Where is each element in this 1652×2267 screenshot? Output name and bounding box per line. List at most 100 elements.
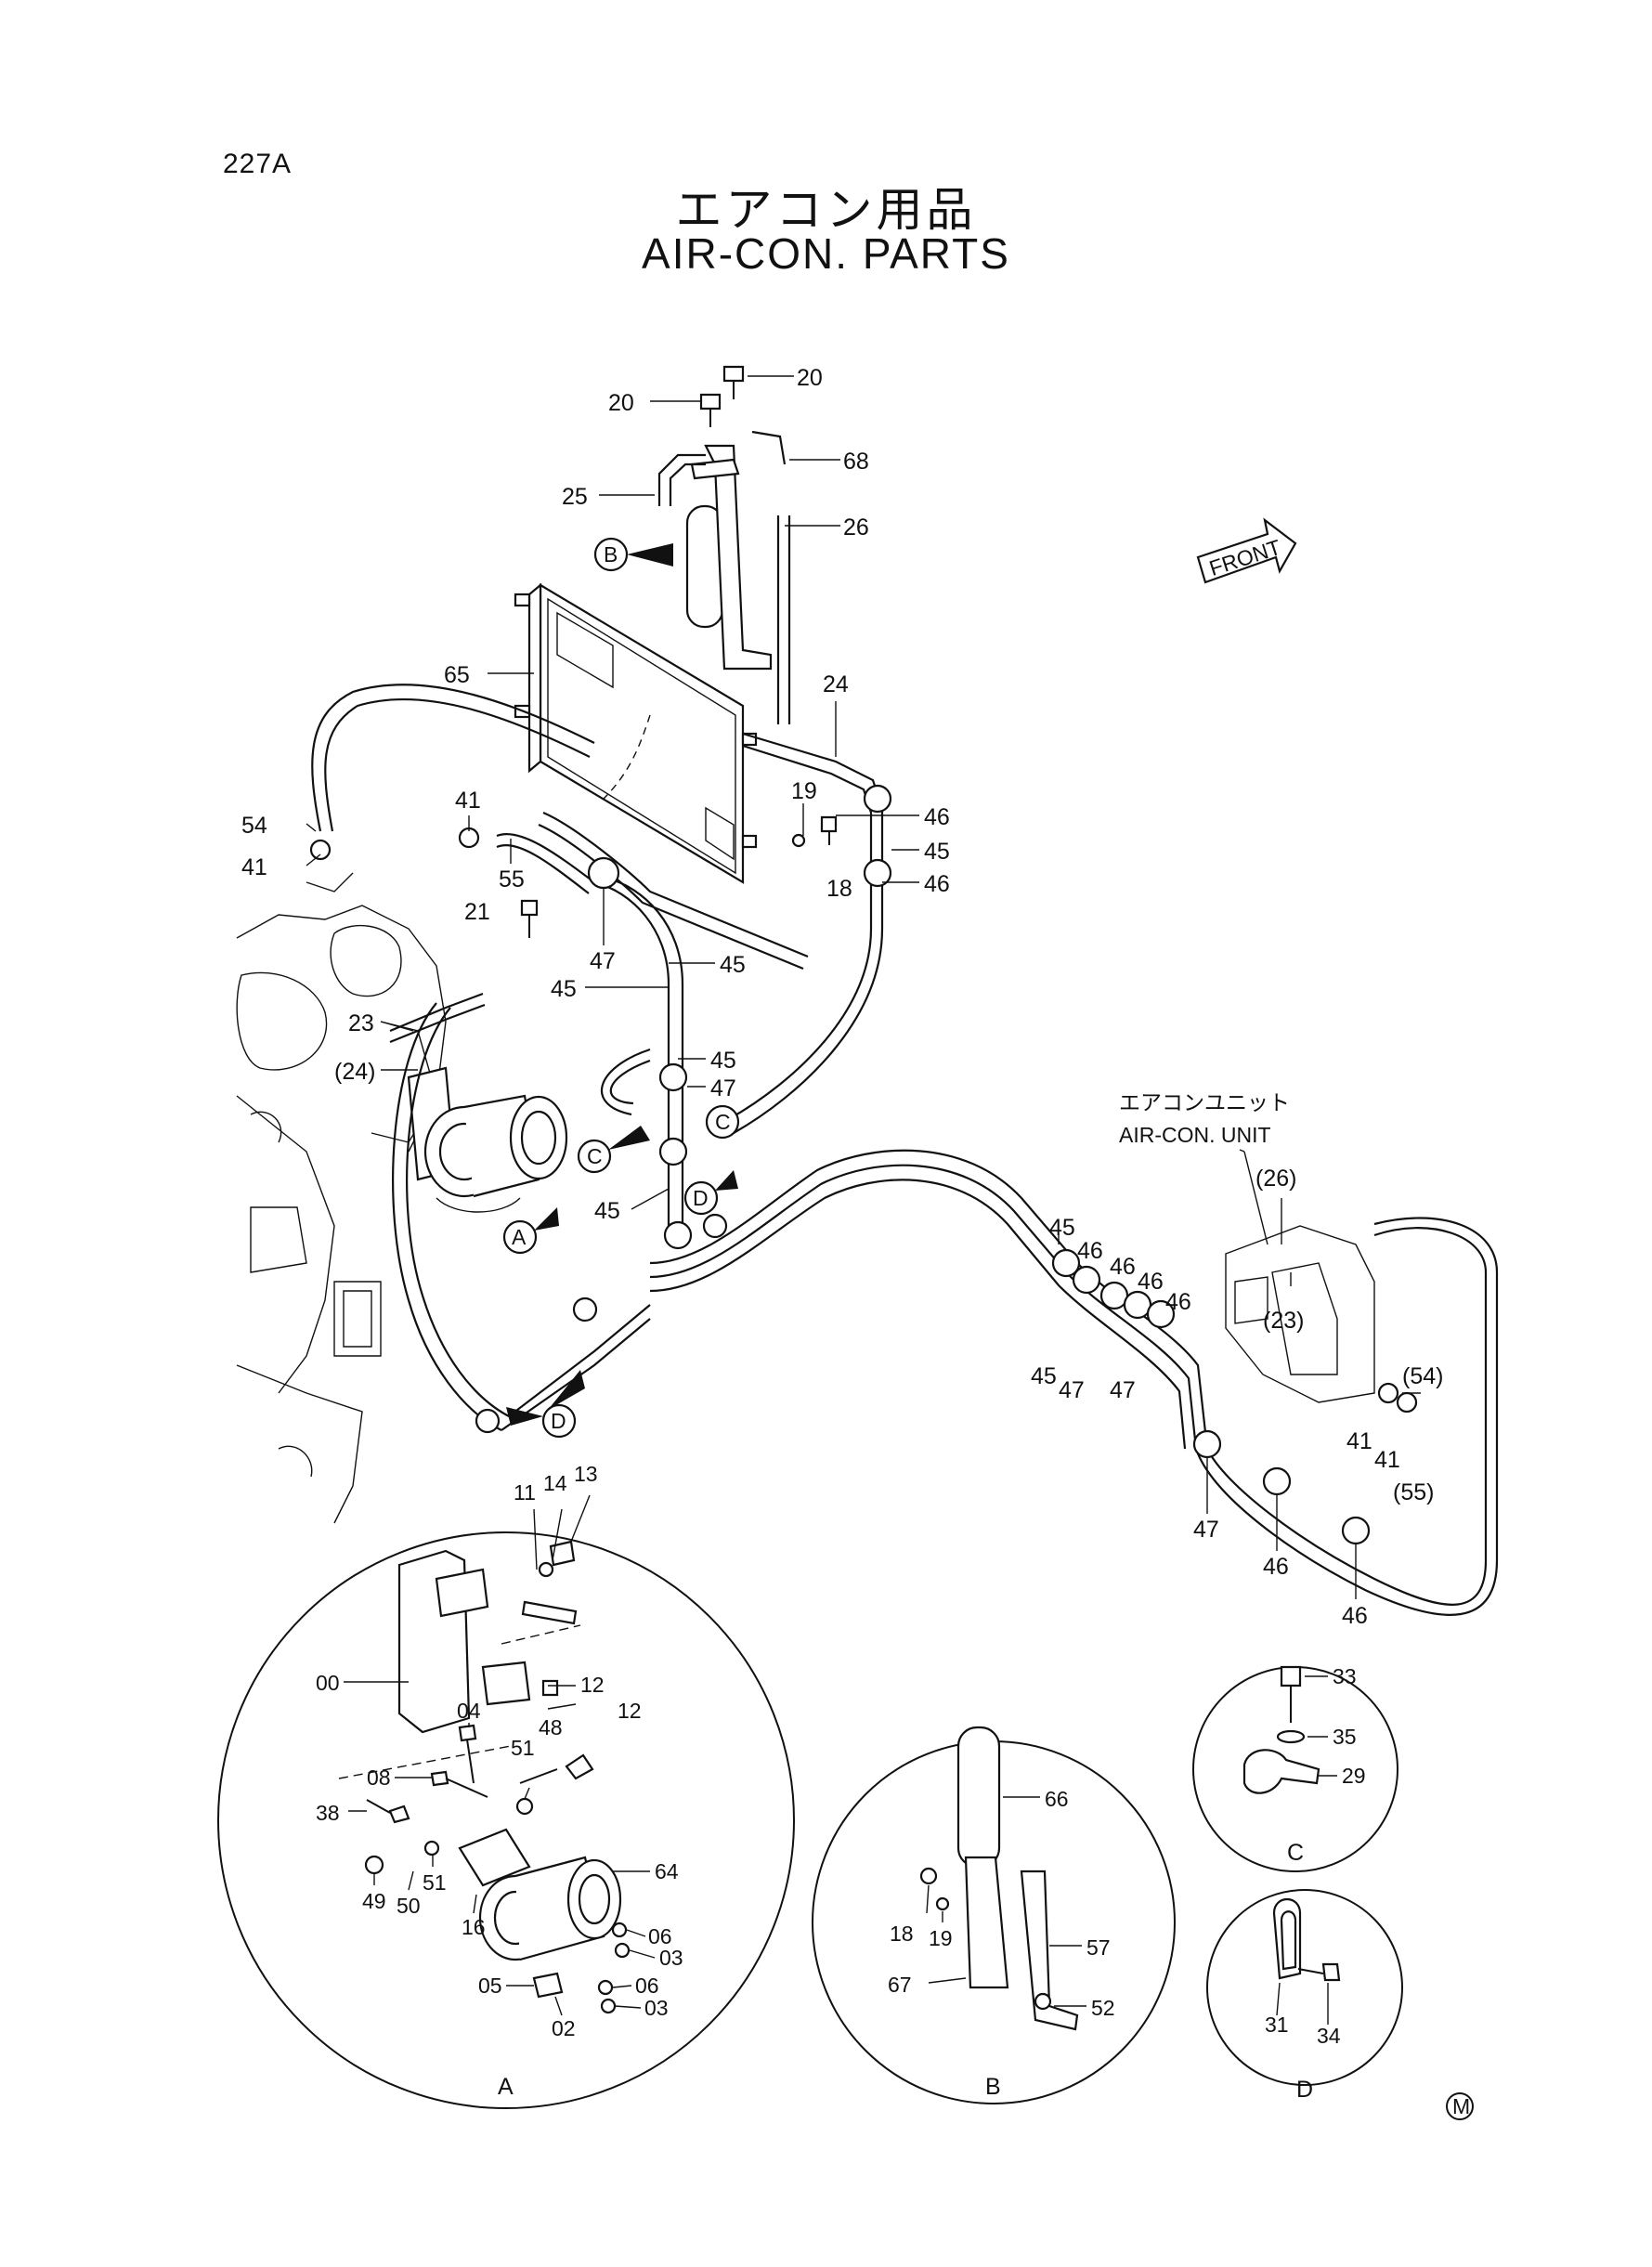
unit-callouts: (26) (23) (54) 41 41 (55) 45 46 46 46 46… xyxy=(1031,1090,1443,1629)
callout: 48 xyxy=(539,1715,563,1739)
callout: 50 xyxy=(397,1894,421,1918)
front-arrow: FRONT xyxy=(1196,517,1297,584)
callout: 24 xyxy=(823,671,849,697)
callout: 29 xyxy=(1342,1764,1366,1788)
detail-c-caption: C xyxy=(1287,1840,1304,1866)
callout: 41 xyxy=(1346,1428,1372,1454)
detail-c: 33 35 29 C xyxy=(1192,1664,1398,1872)
callout: 45 xyxy=(710,1048,736,1074)
page-title-japanese: エアコン用品 xyxy=(675,184,977,236)
callout: 16 xyxy=(462,1915,486,1939)
callout: 55 xyxy=(499,866,525,892)
callout: 14 xyxy=(543,1471,567,1495)
svg-text:C: C xyxy=(715,1110,731,1134)
callout: 57 xyxy=(1086,1935,1111,1960)
callout: 18 xyxy=(826,876,852,902)
callout: 23 xyxy=(348,1010,374,1036)
hoses xyxy=(311,430,1499,1616)
leader-lines xyxy=(306,375,1421,1599)
callout: 12 xyxy=(618,1699,642,1723)
detail-b: 66 18 19 57 67 52 B xyxy=(812,1726,1176,2104)
detail-d-caption: D xyxy=(1296,2077,1313,2103)
detail-a: 11 14 13 00 12 12 04 48 51 08 38 49 50 5… xyxy=(217,1462,795,2109)
callout: 33 xyxy=(1333,1664,1357,1688)
circle-a-marker: A xyxy=(502,1219,538,1255)
circle-d-marker: D xyxy=(683,1180,719,1216)
callout: 34 xyxy=(1317,2024,1341,2048)
callout: 45 xyxy=(720,952,746,978)
compressor-main xyxy=(407,1066,568,1213)
svg-text:B: B xyxy=(604,542,618,567)
callout: (23) xyxy=(1263,1308,1304,1334)
callout: 38 xyxy=(316,1801,340,1825)
callout: 66 xyxy=(1045,1787,1069,1811)
callout: 41 xyxy=(1374,1447,1400,1473)
callout: 46 xyxy=(1110,1254,1136,1280)
callout: (26) xyxy=(1255,1166,1296,1192)
callout: 41 xyxy=(455,788,481,814)
callout: 18 xyxy=(890,1922,914,1946)
callout: 20 xyxy=(608,390,634,416)
callout: 31 xyxy=(1265,2013,1289,2037)
callout: 03 xyxy=(644,1996,669,2020)
svg-text:A: A xyxy=(512,1225,527,1249)
callout: 45 xyxy=(594,1198,620,1224)
callout: 45 xyxy=(1049,1215,1075,1241)
callout: 46 xyxy=(1077,1238,1103,1264)
callout: 04 xyxy=(457,1699,481,1723)
circled-letters: C C D A B D xyxy=(502,537,740,1439)
callout: 06 xyxy=(635,1974,659,1998)
callout: 49 xyxy=(362,1889,386,1913)
registered-mark: M xyxy=(1446,2092,1474,2120)
callout: 46 xyxy=(924,871,950,897)
callout: 12 xyxy=(580,1673,605,1697)
callout: 05 xyxy=(478,1974,502,1998)
air-con-unit xyxy=(1225,1151,1375,1403)
svg-text:C: C xyxy=(587,1144,603,1168)
svg-text:D: D xyxy=(693,1186,709,1210)
main-callouts: 20 20 68 25 26 65 24 19 18 46 45 46 54 4… xyxy=(241,365,950,1224)
callout: 47 xyxy=(710,1075,736,1101)
svg-text:M: M xyxy=(1452,2094,1470,2118)
circle-c-marker: C xyxy=(577,1139,612,1174)
callout: 45 xyxy=(924,839,950,865)
page-code: 227A xyxy=(223,149,293,179)
unit-label-japanese: エアコンユニット xyxy=(1119,1090,1290,1114)
callout: 47 xyxy=(1110,1377,1136,1403)
callout: 47 xyxy=(590,948,616,974)
detail-b-caption: B xyxy=(985,2074,1001,2100)
callout: 13 xyxy=(574,1462,598,1486)
callout: 65 xyxy=(444,662,470,688)
callout: 35 xyxy=(1333,1725,1357,1749)
engine-outline xyxy=(236,872,447,1524)
callout: 46 xyxy=(1165,1289,1191,1315)
callout: (55) xyxy=(1393,1479,1434,1505)
callout: 46 xyxy=(1342,1603,1368,1629)
bolts-main xyxy=(520,365,838,938)
receiver-drier xyxy=(685,444,773,671)
callout: 52 xyxy=(1091,1996,1115,2020)
callout: 11 xyxy=(514,1480,536,1505)
callout: (54) xyxy=(1402,1363,1443,1389)
detail-d: 31 34 D xyxy=(1206,1889,1403,2103)
callout: 67 xyxy=(888,1973,912,1997)
callout: 19 xyxy=(791,778,817,804)
callout: 54 xyxy=(241,813,267,839)
svg-text:D: D xyxy=(551,1409,566,1433)
callout: 25 xyxy=(562,484,588,510)
callout: 46 xyxy=(1138,1269,1164,1295)
callout: 00 xyxy=(316,1671,340,1695)
unit-label-english: AIR-CON. UNIT xyxy=(1119,1123,1271,1147)
condenser xyxy=(514,582,758,884)
callout: 51 xyxy=(423,1870,447,1895)
callout: 51 xyxy=(511,1736,535,1760)
callout: 03 xyxy=(659,1946,683,1970)
callout: 64 xyxy=(655,1859,679,1883)
callout: 21 xyxy=(464,899,490,925)
callout: 41 xyxy=(241,854,267,880)
callout: 47 xyxy=(1193,1517,1219,1543)
callout: 06 xyxy=(648,1924,672,1948)
circle-b-marker: B xyxy=(593,537,629,572)
clamps xyxy=(309,784,1418,1545)
